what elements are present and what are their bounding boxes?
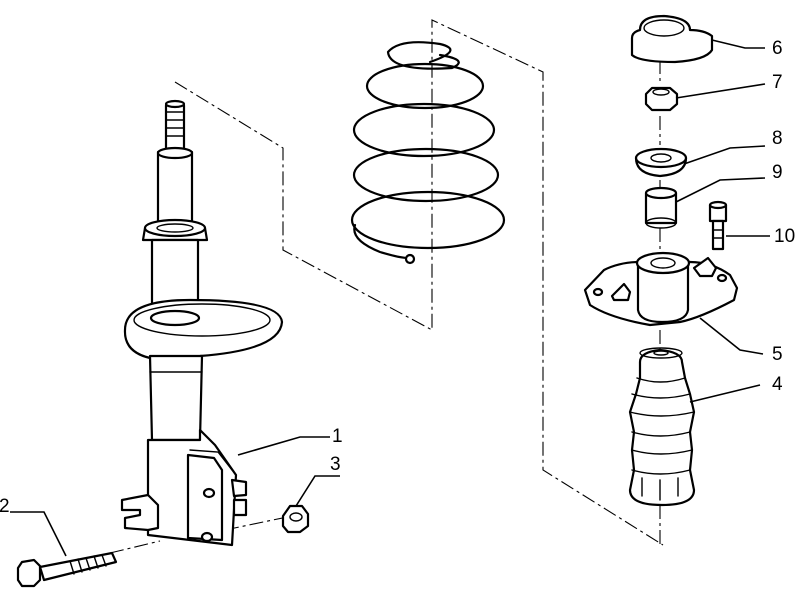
leader-lines	[10, 39, 770, 557]
callout-1: 1	[332, 426, 343, 447]
callout-10: 10	[774, 226, 795, 247]
callout-4: 4	[772, 374, 783, 395]
callout-7: 7	[772, 72, 783, 93]
mounting-bolt-small	[708, 200, 728, 251]
callout-labels: 1 2 3 4 5 6 7 8 9 10	[0, 38, 795, 517]
callout-3: 3	[330, 454, 341, 475]
cup-washer	[634, 147, 688, 178]
upper-strut-mount	[583, 251, 739, 327]
callout-9: 9	[772, 162, 783, 183]
bushing-sleeve	[644, 186, 678, 229]
shock-absorber-strut	[120, 99, 284, 547]
callout-5: 5	[772, 344, 783, 365]
bump-stop-boot	[628, 347, 696, 507]
callout-6: 6	[772, 38, 783, 59]
top-cap	[630, 14, 714, 64]
assembly-axis-lines	[109, 19, 664, 554]
long-through-bolt	[16, 551, 118, 588]
callout-8: 8	[772, 128, 783, 149]
callout-2: 2	[0, 496, 10, 517]
coil-spring	[350, 41, 506, 265]
lower-nut	[281, 504, 310, 534]
top-nut	[644, 86, 679, 112]
